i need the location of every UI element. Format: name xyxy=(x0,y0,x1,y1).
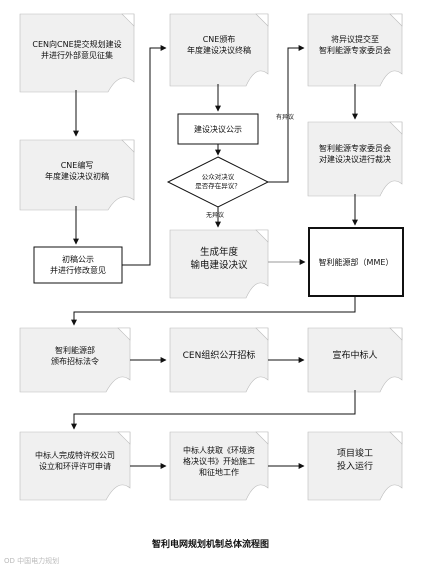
fold-corner-b9 xyxy=(389,121,403,135)
doc-shape-b4 xyxy=(169,13,269,87)
box-outline-b10 xyxy=(308,227,404,297)
fold-corner-b13 xyxy=(389,327,403,341)
step-generate-resolution: 生成年度 输电建设决议 xyxy=(190,247,248,271)
step-draft-publicity: 初稿公示 并进行修改意见 xyxy=(50,255,106,275)
doc-shape-b7 xyxy=(169,229,269,299)
doc-shape-b2 xyxy=(19,139,135,211)
doc-shape-b16 xyxy=(307,431,403,501)
fold-corner-b2 xyxy=(121,139,135,153)
label-has-objection: 有异议 xyxy=(276,114,295,121)
arrow-b10-b11 xyxy=(71,296,356,326)
step-energy-ministry: 智利能源部（MME） xyxy=(318,257,394,267)
doc-shape-b11 xyxy=(19,327,131,393)
arrow-b13-b14 xyxy=(71,390,356,430)
step-final-resolution: CNE颁布 年度建设决议终稿 xyxy=(187,35,251,55)
fold-corner-b4 xyxy=(255,13,269,27)
step-draft-resolution: CNE编写 年度建设决议初稿 xyxy=(45,161,109,181)
step-tender-decree: 智利能源部 颁布招标法令 xyxy=(51,346,99,366)
fold-corner-b12 xyxy=(255,327,269,341)
step-announce-winner: 宣布中标人 xyxy=(332,350,378,361)
step-concession-setup: 中标人完成特许权公司 设立和环评许可申请 xyxy=(35,451,115,471)
step-construction-start: 中标人获取《环境资 格决议书》开始施工 和征地工作 xyxy=(183,445,255,477)
label-no-objection: 无异议 xyxy=(206,212,225,219)
watermark: OD 中国电力规划 xyxy=(4,557,60,565)
doc-shape-b15 xyxy=(169,431,269,501)
box-outline-b5 xyxy=(177,113,259,145)
doc-shape-b8 xyxy=(307,13,403,87)
arrow-b3-b4 xyxy=(122,45,167,266)
box-outline-b3 xyxy=(33,246,123,284)
doc-shape-b9 xyxy=(307,121,403,197)
step-project-completion: 项目竣工 投入运行 xyxy=(336,449,373,472)
fold-corner-b8 xyxy=(389,13,403,27)
step-expert-ruling: 智利能源专家委员会 对建设决议进行裁决 xyxy=(319,144,391,164)
doc-shape-b14 xyxy=(19,431,131,501)
fold-corner-b16 xyxy=(389,431,403,445)
fold-corner-b1 xyxy=(121,13,135,27)
figure-caption: 智利电网规划机制总体流程图 xyxy=(151,540,269,550)
fold-corner-b11 xyxy=(117,327,131,341)
doc-shape-b1 xyxy=(19,13,135,93)
arrow-b6-b8 xyxy=(268,45,305,183)
fold-corner-b7 xyxy=(255,229,269,243)
step-submit-objection: 将异议提交至 智利能源专家委员会 xyxy=(319,35,391,55)
fold-corner-b15 xyxy=(255,431,269,445)
step-submit-planning: CEN向CNE提交规划建设 并进行外部意见征集 xyxy=(32,40,122,60)
doc-shape-b12 xyxy=(169,327,269,393)
step-resolution-publicity: 建设决议公示 xyxy=(194,124,242,134)
fold-corner-b14 xyxy=(117,431,131,445)
step-public-tender: CEN组织公开招标 xyxy=(182,350,256,361)
decision-objection: 公众对决议 是否存在异议？ xyxy=(195,173,241,190)
doc-shape-b13 xyxy=(307,327,403,393)
